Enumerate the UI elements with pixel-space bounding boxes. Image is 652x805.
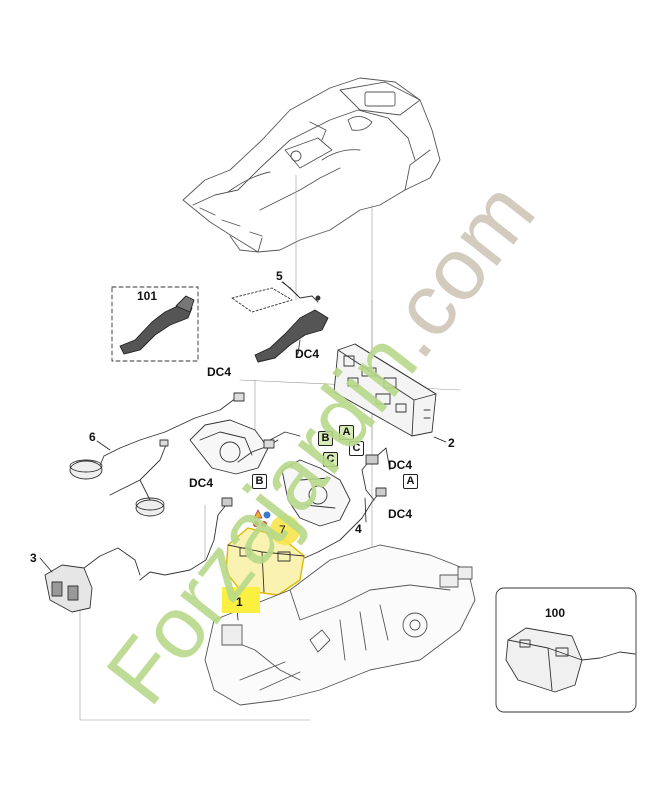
part-2-control-board [333,343,437,437]
callout-dc4-right-b: DC4 [388,507,413,521]
part-101-frame [111,286,199,362]
connector-label-a-upper: A [339,425,354,440]
callout-3: 3 [30,551,37,565]
callout-101: 101 [137,289,158,303]
callout-1-highlight [222,587,260,613]
callout-dc4-right-a: DC4 [388,458,413,472]
mower-chassis [204,544,476,706]
mower-top-cover [182,77,441,253]
connector-label-b-lower: B [252,474,267,489]
connector-label-c-upper: C [323,452,338,467]
callout-6: 6 [89,430,96,444]
main-harness [139,497,233,581]
part-4-cable [361,447,391,501]
callout-1: 1 [236,595,243,609]
part-3-bracket [44,547,141,613]
connector-label-c-lower: C [349,441,364,456]
dc4-ribbon-cable [254,309,329,363]
part-101-ribbon-cable [119,295,195,355]
connector-label-b-upper: B [318,431,333,446]
callout-dc4-top: DC4 [295,347,320,361]
callout-4: 4 [355,522,362,536]
callout-2: 2 [448,436,455,450]
part-5-plate [231,281,321,313]
callout-100: 100 [545,606,566,620]
sensor-assembly [189,419,351,527]
callout-7: 7 [279,523,286,537]
warning-labels [253,509,271,527]
dc4-harness-b [237,439,279,463]
part-6-sensor-cable [69,392,245,517]
part-100-frame [495,587,637,713]
callout-dc4-left: DC4 [189,476,214,490]
callout-7-highlight [270,515,300,545]
callout-5: 5 [276,269,283,283]
part-100-battery [505,627,636,693]
connector-label-a-lower: A [403,474,418,489]
callout-dc4-mid: DC4 [207,365,232,379]
